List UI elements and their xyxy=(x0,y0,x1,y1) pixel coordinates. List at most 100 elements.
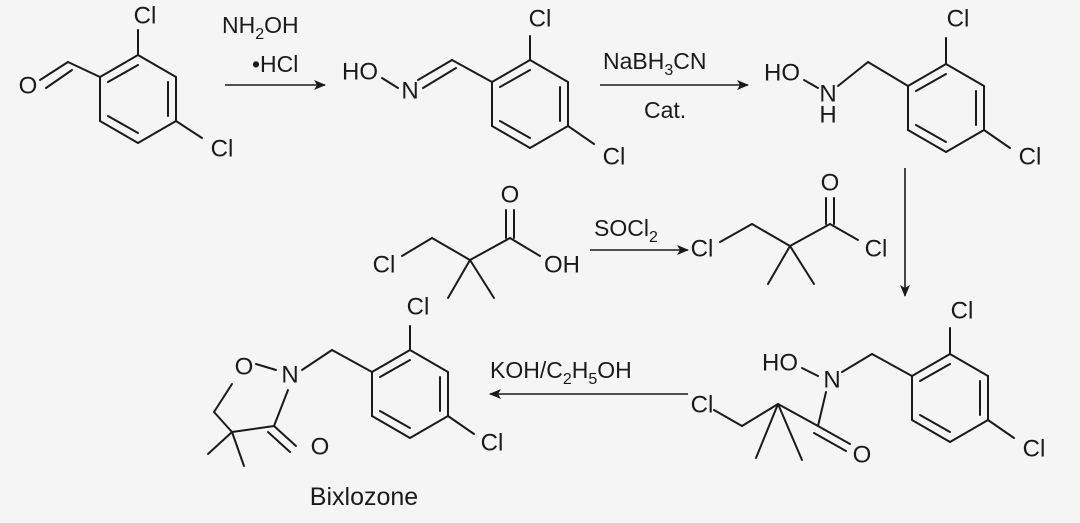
ch2-ring-bond xyxy=(871,353,913,377)
ch2-cl-bond xyxy=(713,409,743,427)
reaction-arrow-1: NH2OH •HCl xyxy=(222,12,326,90)
reagent-nabh3cn: NaBH3CN xyxy=(603,48,707,79)
cl-bond xyxy=(175,120,203,139)
atom-cl-top: Cl xyxy=(947,5,970,32)
cl-bond xyxy=(983,129,1011,149)
reagent-hcl: •HCl xyxy=(252,51,298,77)
molecule-hydroxylamine: HO N H Cl Cl xyxy=(764,5,1041,170)
c-ch2-bond xyxy=(741,403,779,427)
imine-bond-2 xyxy=(422,67,457,89)
atom-cl: Cl xyxy=(691,235,714,262)
carbonyl-bond xyxy=(273,425,297,447)
atom-cl-top: Cl xyxy=(951,297,974,324)
reagent-socl2: SOCl2 xyxy=(594,215,658,246)
molecule-dichlorobenzaldehyde: O Cl Cl xyxy=(19,2,234,162)
ch2-ring-bond xyxy=(867,61,909,87)
methyl-bond xyxy=(469,259,495,299)
atom-ho: HO xyxy=(342,58,378,85)
atom-cl-top: Cl xyxy=(407,293,430,320)
benzene-ring xyxy=(911,353,989,443)
reaction-arrow-3: SOCl2 xyxy=(590,215,689,255)
benzene-ring xyxy=(491,59,569,149)
carbonyl-bond xyxy=(39,61,69,81)
o-n-bond xyxy=(381,77,399,89)
reagent-cat: Cat. xyxy=(644,97,686,123)
aldehyde-bond xyxy=(67,61,101,78)
carbonyl-bond-2 xyxy=(267,431,291,453)
product-name: Bixlozone xyxy=(310,483,418,511)
c-cocl-bond xyxy=(789,223,831,247)
molecule-oxime: HO N Cl Cl xyxy=(342,5,625,170)
atom-ho: HO xyxy=(764,59,800,86)
c-cooh-bond xyxy=(469,237,511,261)
cl-ch2-bond xyxy=(401,237,433,257)
n-co-bond xyxy=(273,389,289,427)
atom-n: N xyxy=(401,77,418,104)
ch2-c-bond xyxy=(431,237,471,261)
molecule-hydroxamic-acid: HO N O Cl Cl Cl xyxy=(691,297,1046,468)
methyl-bond xyxy=(755,403,779,459)
o-n-bond xyxy=(801,367,819,377)
n-ch2-bond xyxy=(301,349,333,371)
methyl-bond xyxy=(447,259,471,299)
reagent-nh2oh: NH2OH xyxy=(222,12,299,43)
c-oh-bond xyxy=(509,237,541,257)
atom-cl-acyl: Cl xyxy=(865,235,888,262)
o-n-bond xyxy=(803,79,819,89)
atom-cl-right: Cl xyxy=(1019,143,1042,170)
reaction-arrow-2: NaBH3CN Cat. xyxy=(600,48,749,123)
atom-o-carbonyl: O xyxy=(311,433,330,460)
co-cq-bond xyxy=(231,425,275,433)
atom-cl-alkyl: Cl xyxy=(691,391,714,418)
ch2-c-bond xyxy=(751,223,791,247)
cl-bond xyxy=(447,415,475,435)
co-c-bond xyxy=(777,403,819,427)
methyl-bond xyxy=(767,245,791,285)
atom-n: N xyxy=(819,80,836,107)
atom-o: O xyxy=(501,181,520,208)
o-n-bond xyxy=(255,363,277,371)
atom-cl-right: Cl xyxy=(211,135,234,162)
n-ch2-bond xyxy=(837,61,869,87)
atom-o: O xyxy=(19,72,38,99)
atom-ho: HO xyxy=(762,349,798,376)
methyl-bond xyxy=(777,403,803,461)
atom-cl-right: Cl xyxy=(481,429,504,456)
n-co-bond xyxy=(817,391,827,427)
molecule-bixlozone: O N O Cl Cl Bixlozone xyxy=(207,293,504,511)
benzene-ring xyxy=(99,54,177,144)
cq-ch2-bond xyxy=(213,411,233,433)
reagent-koh-ethanol: KOH/C2H5OH xyxy=(490,357,632,388)
atom-o: O xyxy=(853,441,872,468)
atom-cl: Cl xyxy=(373,251,396,278)
molecule-chloro-acid: Cl O OH xyxy=(373,181,580,299)
benzene-ring xyxy=(371,349,449,439)
cl-bond xyxy=(567,125,595,145)
atom-oh: OH xyxy=(544,251,580,278)
atom-n: N xyxy=(281,361,298,388)
ring-link-bond xyxy=(451,59,493,83)
atom-h: H xyxy=(819,101,836,128)
methyl-bond xyxy=(207,431,233,455)
ring-ch2-o-bond xyxy=(213,383,233,413)
molecule-acid-chloride: Cl O Cl xyxy=(691,169,888,285)
ch2-ring-bond xyxy=(331,349,373,373)
atom-o: O xyxy=(235,353,254,380)
cl-ch2-bond xyxy=(719,223,753,243)
carbonyl-bond xyxy=(817,425,851,445)
atom-cl-top: Cl xyxy=(529,5,552,32)
c-cl-bond xyxy=(829,223,859,241)
n-ch2-bond xyxy=(841,353,873,373)
atom-cl-top: Cl xyxy=(134,2,157,29)
atom-o: O xyxy=(821,169,840,196)
reaction-arrow-4: KOH/C2H5OH xyxy=(489,357,688,399)
methyl-bond xyxy=(789,245,815,285)
imine-bond xyxy=(417,59,453,81)
atom-cl-right: Cl xyxy=(603,143,626,170)
atom-cl-right: Cl xyxy=(1023,435,1046,462)
cl-bond xyxy=(987,419,1015,439)
benzene-ring xyxy=(907,63,985,153)
methyl-bond xyxy=(231,431,245,467)
atom-n: N xyxy=(823,366,840,393)
